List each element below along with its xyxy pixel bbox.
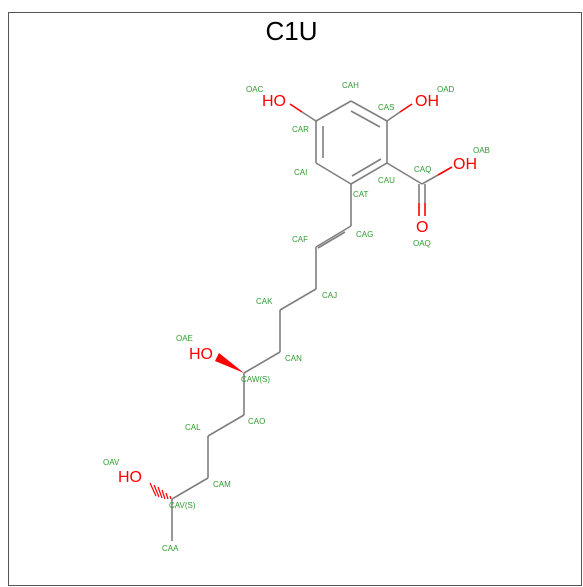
diagram-title: C1U [265, 16, 318, 46]
atom-label-oab: OAB [473, 146, 490, 155]
hydroxyl-oae: HO [189, 346, 213, 363]
bond-cas-oad-o [399, 103, 413, 113]
atom-label-cal: CAL [185, 423, 201, 432]
bond-cah-cas-inner [350, 110, 381, 128]
atom-label-caj: CAJ [322, 291, 337, 300]
bond-cam-cav [171, 477, 209, 500]
atom-label-cav: CAV(S) [169, 501, 196, 510]
bond-caq-oab [421, 174, 439, 185]
hydroxyl-oab: OH [453, 156, 477, 173]
hydroxyl-oav: HO [118, 469, 142, 486]
atom-label-cam: CAM [213, 480, 231, 489]
atom-label-oae: OAE [176, 334, 193, 343]
atom-label-cag: CAG [356, 230, 373, 239]
wedge-caw-oae [215, 353, 244, 373]
carbonyl-oxygen-oaq: O [416, 219, 428, 236]
aromatic-ring [315, 100, 388, 185]
atom-label-can: CAN [285, 354, 302, 363]
bond-caq-oab-o [437, 166, 453, 176]
atom-label-cak: CAK [256, 297, 273, 306]
atom-label-caq: CAQ [414, 165, 431, 174]
bond-cau-cat [350, 162, 388, 185]
bond-cag-caf [315, 225, 352, 248]
bond-car-oac [301, 111, 317, 122]
hydroxyl-oad: OH [415, 93, 439, 110]
bond-cag-caf-double [317, 231, 346, 249]
bond-car-cah [315, 100, 352, 122]
side-chain [149, 184, 352, 541]
bond-can-caw [243, 351, 281, 374]
bond-cas-oad [386, 111, 401, 122]
atom-label-cai: CAI [294, 168, 307, 177]
bond-cau-cat-inner [351, 158, 382, 177]
atom-label-oad: OAD [437, 85, 455, 94]
bond-cau-caq [386, 162, 423, 185]
atom-label-car: CAR [292, 125, 309, 134]
hash-bond-cav-oav [149, 482, 172, 500]
bond-cao-cal [207, 414, 245, 437]
atom-label-cat: CAT [353, 190, 369, 199]
atom-label-cau: CAU [378, 176, 395, 185]
atom-label-caa: CAA [162, 544, 179, 553]
bond-car-oac-o [289, 103, 303, 113]
bond-caj-cak [279, 288, 317, 311]
atom-label-caw: CAW(S) [241, 375, 270, 384]
atom-label-cao: CAO [248, 417, 265, 426]
atom-label-oaq: OAQ [413, 239, 431, 248]
hydroxyl-oac: HO [262, 93, 286, 110]
atom-label-caf: CAF [292, 235, 308, 244]
atom-label-oac: OAC [246, 85, 264, 94]
atom-label-oav: OAV [103, 458, 120, 467]
atom-label-cas: CAS [378, 103, 394, 112]
bond-cah-cas [350, 100, 388, 122]
bond-cat-cai [315, 162, 352, 185]
atom-label-cah: CAH [342, 81, 359, 90]
